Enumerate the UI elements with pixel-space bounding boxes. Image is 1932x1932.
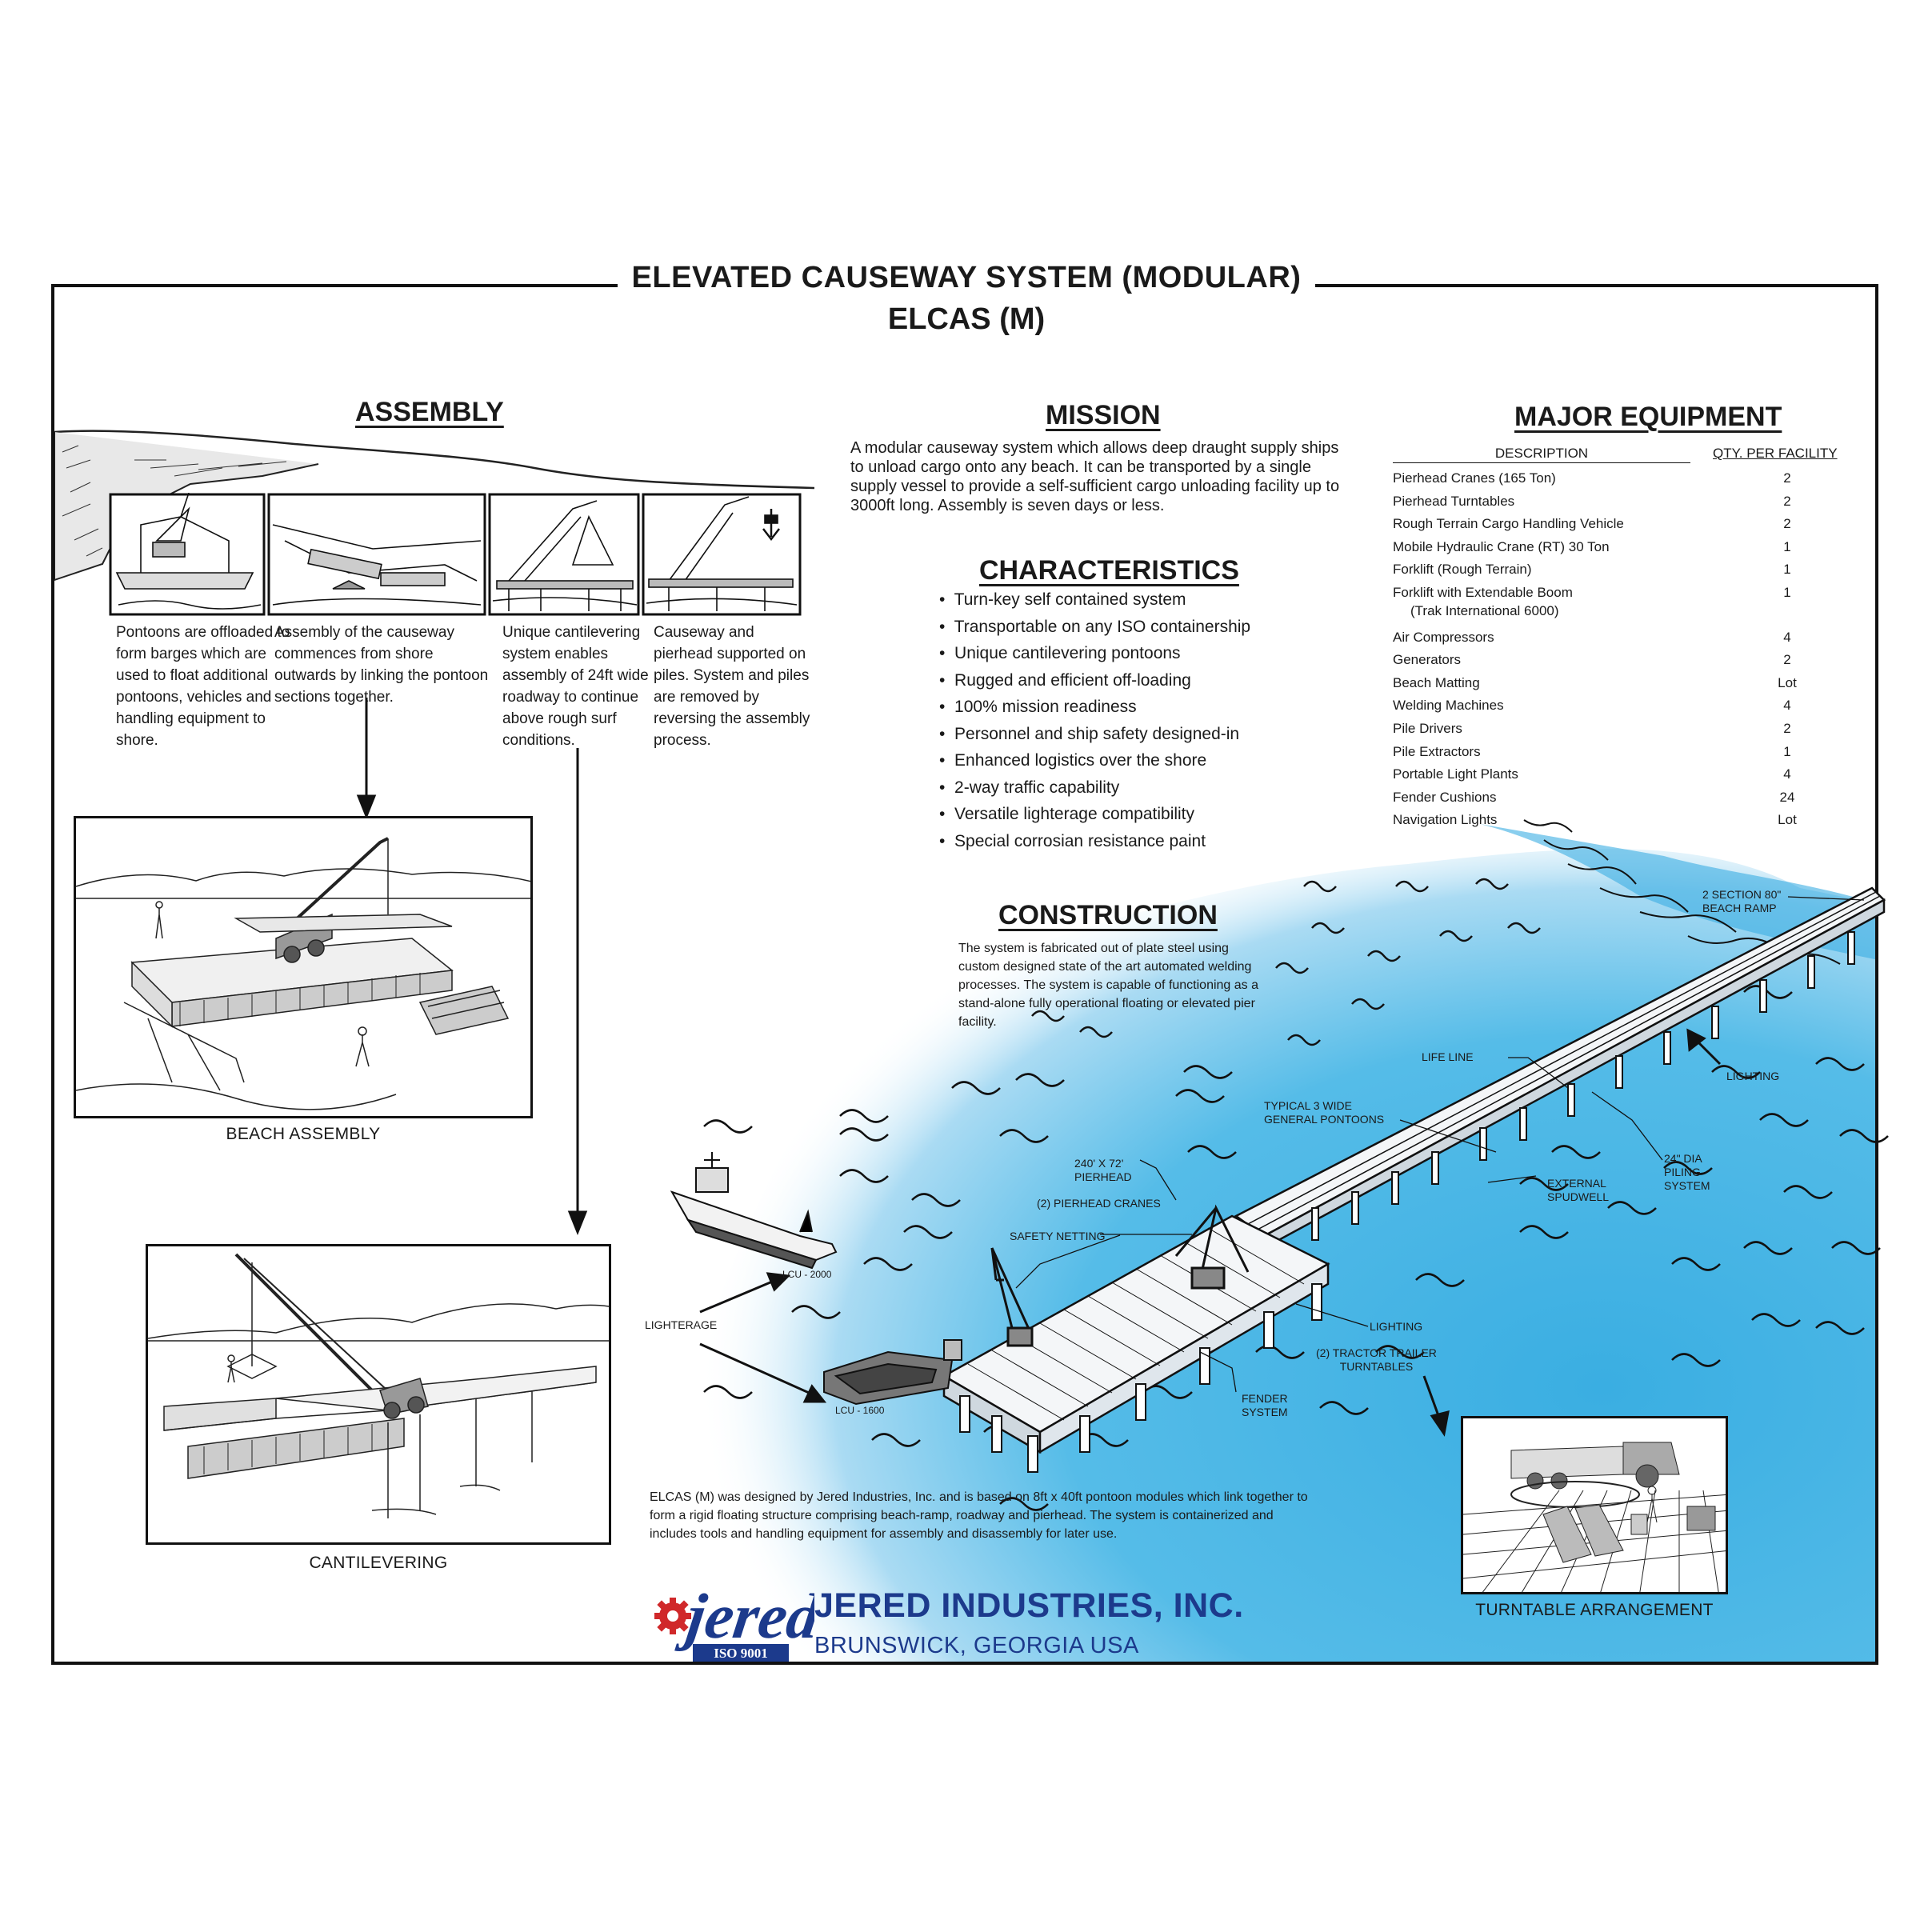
equipment-heading: MAJOR EQUIPMENT	[1514, 402, 1782, 432]
characteristic-item: • Unique cantilevering pontoons	[939, 644, 1181, 662]
label-tractor-turntables: (2) TRACTOR TRAILER TURNTABLES	[1316, 1346, 1437, 1373]
assembly-step-1-text: Pontoons are offloaded to form barges wh…	[116, 624, 290, 749]
label-beach-ramp: 2 SECTION 80" BEACH RAMP	[1702, 888, 1782, 914]
characteristics-heading: CHARACTERISTICS	[979, 555, 1239, 586]
causeway-piles	[1311, 931, 1855, 1241]
lighterage-arrows	[699, 1272, 827, 1403]
turntable-arrow	[1422, 1375, 1450, 1437]
label-external-spudwell: EXTERNAL SPUDWELL	[1547, 1177, 1610, 1203]
gear-icon	[654, 1598, 691, 1634]
label-lcu-2000: LCU - 2000	[782, 1269, 832, 1280]
company-name: JERED INDUSTRIES, INC.	[814, 1586, 1244, 1625]
mission-heading: MISSION	[1046, 400, 1161, 430]
logo-wordmark: jered	[674, 1581, 814, 1652]
characteristic-item: • Versatile lighterage compatibility	[939, 805, 1195, 823]
turntable-arrangement-illustration	[1461, 1416, 1728, 1594]
page-subtitle: ELCAS (M)	[887, 302, 1046, 336]
label-piling-system: 24" DIA PILING SYSTEM	[1664, 1152, 1710, 1192]
causeway-roadway	[1234, 886, 1886, 1250]
cantilevering-caption: CANTILEVERING	[309, 1554, 448, 1572]
assembly-step-illustrations	[109, 493, 802, 616]
construction-heading: CONSTRUCTION	[998, 900, 1218, 930]
company-location: BRUNSWICK, GEORGIA USA	[814, 1633, 1139, 1658]
pierhead-cranes	[990, 1204, 1250, 1347]
assembly-step-2-text: Assembly of the causeway commences from …	[274, 624, 489, 706]
label-pierhead-cranes: (2) PIERHEAD CRANES	[1037, 1197, 1161, 1210]
characteristics-list: • Turn-key self contained system • Trans…	[939, 590, 1250, 858]
lcu-1600-ship	[823, 1339, 962, 1406]
characteristic-item: • 2-way traffic capability	[939, 778, 1120, 797]
label-lcu-1600: LCU - 1600	[835, 1405, 885, 1416]
label-lighting-top: LIGHTING	[1726, 1070, 1780, 1082]
characteristic-item: • Turn-key self contained system	[939, 590, 1186, 609]
assembly-flow-arrows	[356, 698, 588, 1236]
cantilevering-illustration	[146, 1244, 611, 1545]
characteristic-item: • Special corrosian resistance paint	[939, 831, 1206, 850]
about-text: ELCAS (M) was designed by Jered Industri…	[650, 1490, 1308, 1541]
mission-text: A modular causeway system which allows d…	[850, 439, 1340, 514]
label-fender-system: FENDER SYSTEM	[1242, 1392, 1288, 1418]
logo-iso: ISO 9001	[714, 1646, 768, 1661]
assembly-step-4-text: Causeway and pierhead supported on piles…	[654, 624, 810, 749]
assembly-step-3-text: Unique cantilevering system enables asse…	[502, 624, 649, 749]
pierhead-piles	[959, 1283, 1322, 1473]
beach-assembly-illustration	[74, 816, 533, 1118]
characteristic-item: • Enhanced logistics over the shore	[939, 751, 1207, 770]
equipment-col-description: DESCRIPTION	[1393, 446, 1690, 463]
characteristic-item: • Rugged and efficient off-loading	[939, 670, 1191, 690]
assembly-heading: ASSEMBLY	[355, 397, 504, 427]
label-lighterage: LIGHTERAGE	[645, 1318, 718, 1331]
construction-text: The system is fabricated out of plate st…	[958, 942, 1259, 1029]
characteristic-item: • Transportable on any ISO containership	[939, 617, 1251, 636]
label-life-line: LIFE LINE	[1422, 1050, 1474, 1063]
lcu-2000-ship	[670, 1152, 838, 1270]
label-pierhead: 240' X 72' PIERHEAD	[1074, 1157, 1132, 1183]
label-safety-netting: SAFETY NETTING	[1010, 1230, 1106, 1242]
callout-leaders	[1015, 896, 1865, 1393]
turntable-caption: TURNTABLE ARRANGEMENT	[1475, 1601, 1714, 1619]
page-title: ELEVATED CAUSEWAY SYSTEM (MODULAR)	[617, 261, 1316, 295]
jered-logo: jered ISO 9001	[654, 1581, 814, 1662]
beach-assembly-caption: BEACH ASSEMBLY	[226, 1125, 381, 1143]
label-typical-pontoons: TYPICAL 3 WIDE GENERAL PONTOONS	[1264, 1099, 1385, 1126]
label-lighting-bottom: LIGHTING	[1370, 1320, 1423, 1333]
characteristic-item: • Personnel and ship safety designed-in	[939, 724, 1240, 743]
characteristic-item: • 100% mission readiness	[939, 698, 1137, 716]
equipment-table: DESCRIPTION QTY. PER FACILITY Pierhead C…	[1393, 446, 1838, 827]
equipment-col-qty: QTY. PER FACILITY	[1713, 446, 1838, 461]
title-banner: ELEVATED CAUSEWAY SYSTEM (MODULAR)	[51, 261, 1882, 295]
lighting-arrow	[1686, 1028, 1722, 1066]
wave-marks	[703, 878, 1889, 1511]
